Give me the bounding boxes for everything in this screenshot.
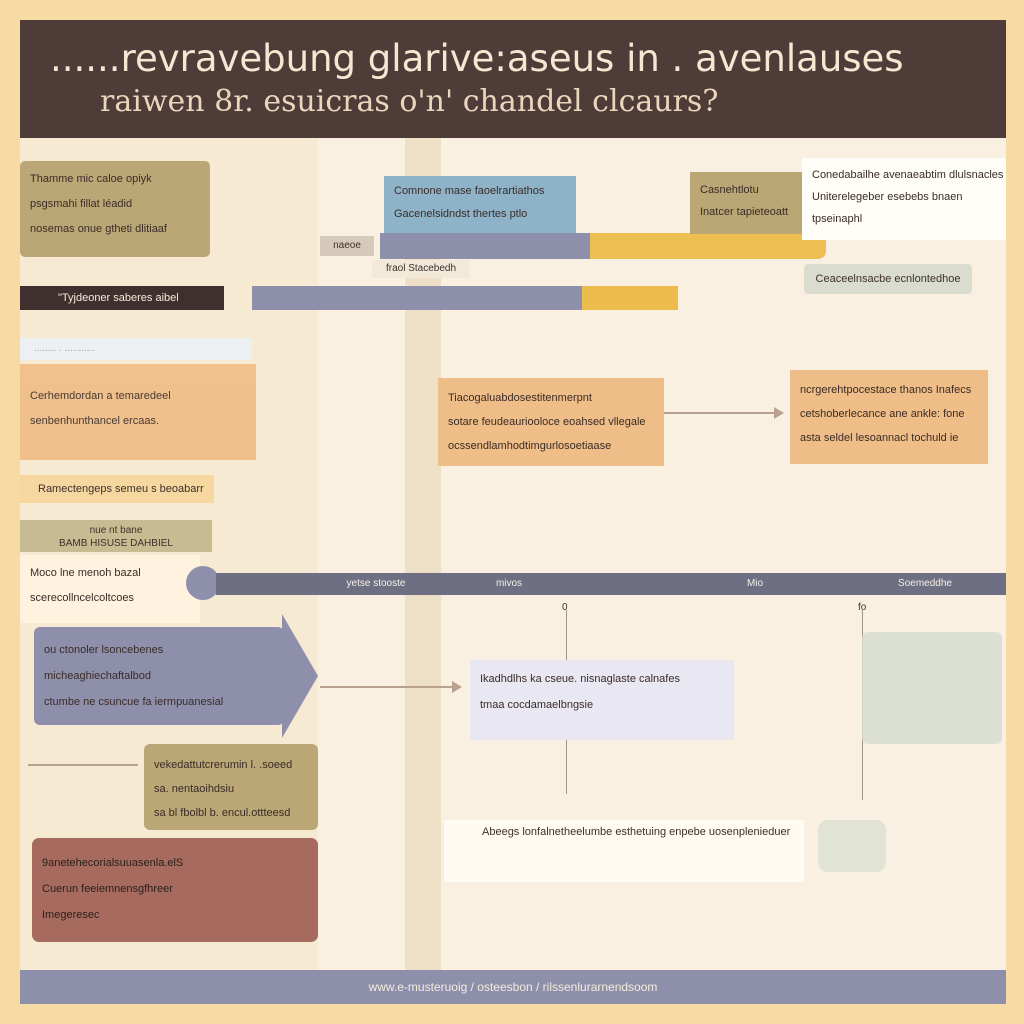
- left-connector: [28, 764, 138, 766]
- left-olive-tag: nue nt bane BAMB HISUSE DAHBIEL: [20, 520, 212, 552]
- center-blue-box: Comnone mase faoelrartiathos Gacenelsidn…: [384, 176, 576, 234]
- left-red-line: Imegeresec: [42, 909, 100, 921]
- left-note2-line: Moco lne menoh bazal: [30, 567, 141, 579]
- right-sage-shape: [818, 820, 886, 872]
- center-orange-line: ocssendlamhodtimgurlosoetiaase: [448, 440, 612, 452]
- right-orange-line: asta seldel lesoannacl tochuld ie: [800, 432, 959, 444]
- center-blue-line: Gacenelsidndst thertes ptlo: [394, 208, 528, 220]
- title-line-1: ......revravebung glarive:aseus in . ave…: [50, 37, 904, 80]
- center-small-label: naeoe: [320, 236, 374, 256]
- left-tag-sub: BAMB HISUSE DAHBIEL: [59, 538, 173, 549]
- left-olive-box-1: Thamme mic caloe opiyk psgsmahi fillat l…: [20, 161, 210, 257]
- right-orange-line: cetshoberlecance ane ankle: fone: [800, 408, 965, 420]
- right-sage-box: [862, 632, 1002, 744]
- right-white-box: Conedabailhe avenaeabtim dlulsnacles Uni…: [802, 158, 1006, 240]
- right-white-line: Conedabailhe avenaeabtim dlulsnacles: [812, 169, 1004, 181]
- right-white-line: tpseinaphl: [812, 213, 863, 225]
- timeline-label-3: Mio: [746, 578, 764, 589]
- right-olive-small-box: Casnehtlotu Inatcer tapieteoatt: [690, 172, 802, 234]
- center-yellow-bar: [590, 233, 826, 259]
- left-purple-line: micheaghiechaftalbod: [44, 670, 152, 682]
- title-header: ......revravebung glarive:aseus in . ave…: [20, 20, 1006, 138]
- center-lavender-line: tmaa cocdamaelbngsie: [480, 699, 594, 711]
- center-arrow-icon: [452, 681, 462, 693]
- left-olive-box-2: vekedattutcrerumin l. .soeed sa. nentaoi…: [144, 744, 318, 830]
- center-orange-line: Tiacogaluabdosestitenmerpnt: [448, 392, 592, 404]
- center-bottom-note: Abeegs lonfalnetheelumbe esthetuing enpe…: [444, 820, 804, 882]
- center-arrow-line: [664, 412, 776, 414]
- timeline-label-1: yetse stooste: [346, 578, 406, 589]
- center-bar-2-yellow: [582, 286, 678, 310]
- center-bar-2-purple: [252, 286, 582, 310]
- timeline-label-4: Soemeddhe: [898, 578, 952, 589]
- left-olive2-line: sa bl fbolbl b. encul.ottteesd: [154, 807, 291, 819]
- left-red-box: 9anetehecorialsuuasenla.elS Cuerun feeie…: [32, 838, 318, 942]
- left-orange-box: Cerhemdordan a temaredeel senbenhunthanc…: [20, 364, 256, 460]
- tick-label-2: fo: [858, 602, 867, 613]
- timeline-bar: [216, 573, 1006, 595]
- right-white-line: Uniterelegeber esebebs bnaen: [812, 191, 963, 203]
- right-arrow-icon: [774, 407, 784, 419]
- right-orange-line: ncrgerehtpocestace thanos Inafecs: [800, 384, 972, 396]
- center-orange-line: sotare feudeauriooloce eoahsed vllegale: [448, 416, 646, 428]
- left-note2-line: scerecollncelcoltcoes: [30, 592, 134, 604]
- center-purple-bar: [380, 233, 590, 259]
- left-purple-line: ctumbe ne csuncue fa iermpuanesial: [44, 696, 224, 708]
- center-blue-line: Comnone mase faoelrartiathos: [394, 185, 545, 197]
- left-olive2-line: vekedattutcrerumin l. .soeed: [154, 759, 293, 771]
- right-pill-label: Ceaceelnsacbe ecnlontedhoe: [804, 264, 972, 294]
- title-line-2: raiwen 8r. esuicras o'n' chandel clcaurs…: [100, 84, 719, 119]
- timeline-label-2: mivos: [495, 578, 523, 589]
- center-lavender-line: Ikadhdlhs ka cseue. nisnaglaste calnafes: [480, 673, 680, 685]
- left-light-strip: ........ . ...........: [20, 338, 252, 360]
- left-olive2-line: sa. nentaoihdsiu: [154, 783, 235, 795]
- left-purple-box: ou ctonoler lsoncebenes micheaghiechafta…: [34, 627, 284, 725]
- left-tag-title: nue nt bane: [89, 525, 143, 536]
- left-red-line: 9anetehecorialsuuasenla.elS: [42, 857, 184, 869]
- left-dark-bar-label: "Tyjdeoner saberes aibel: [20, 286, 224, 310]
- timeline-start-dot: [186, 566, 220, 600]
- left-box1-line: nosemas onue gtheti dlitiaaf: [30, 223, 167, 235]
- right-olive-line: Casnehtlotu: [700, 184, 759, 196]
- left-purple-line: ou ctonoler lsoncebenes: [44, 644, 164, 656]
- center-left-connector: [320, 686, 452, 688]
- right-orange-box: ncrgerehtpocestace thanos Inafecs cetsho…: [790, 370, 988, 464]
- right-olive-line: Inatcer tapieteoatt: [700, 206, 789, 218]
- left-purple-arrow: [282, 614, 318, 738]
- left-box2-line: senbenhunthancel ercaas.: [30, 415, 160, 427]
- left-note-2: Moco lne menoh bazal scerecollncelcoltco…: [20, 555, 200, 623]
- center-orange-box: Tiacogaluabdosestitenmerpnt sotare feude…: [438, 378, 664, 466]
- center-lavender-box: Ikadhdlhs ka cseue. nisnaglaste calnafes…: [470, 660, 734, 740]
- left-box1-line: Thamme mic caloe opiyk: [30, 173, 152, 185]
- tick-label-1: 0: [562, 602, 568, 613]
- diagram-poster: ......revravebung glarive:aseus in . ave…: [20, 20, 1006, 1004]
- footer-bar: www.e-musteruoig / osteesbon / rilssenlu…: [20, 970, 1006, 1004]
- center-sub-label: fraol Stacebedh: [372, 260, 470, 278]
- left-box2-line: Cerhemdordan a temaredeel: [30, 390, 171, 402]
- left-box1-line: psgsmahi fillat léadid: [30, 198, 133, 210]
- left-red-line: Cuerun feeiemnensgfhreer: [42, 883, 173, 895]
- left-note-1: Ramectengeps semeu s beoabarr: [20, 475, 214, 503]
